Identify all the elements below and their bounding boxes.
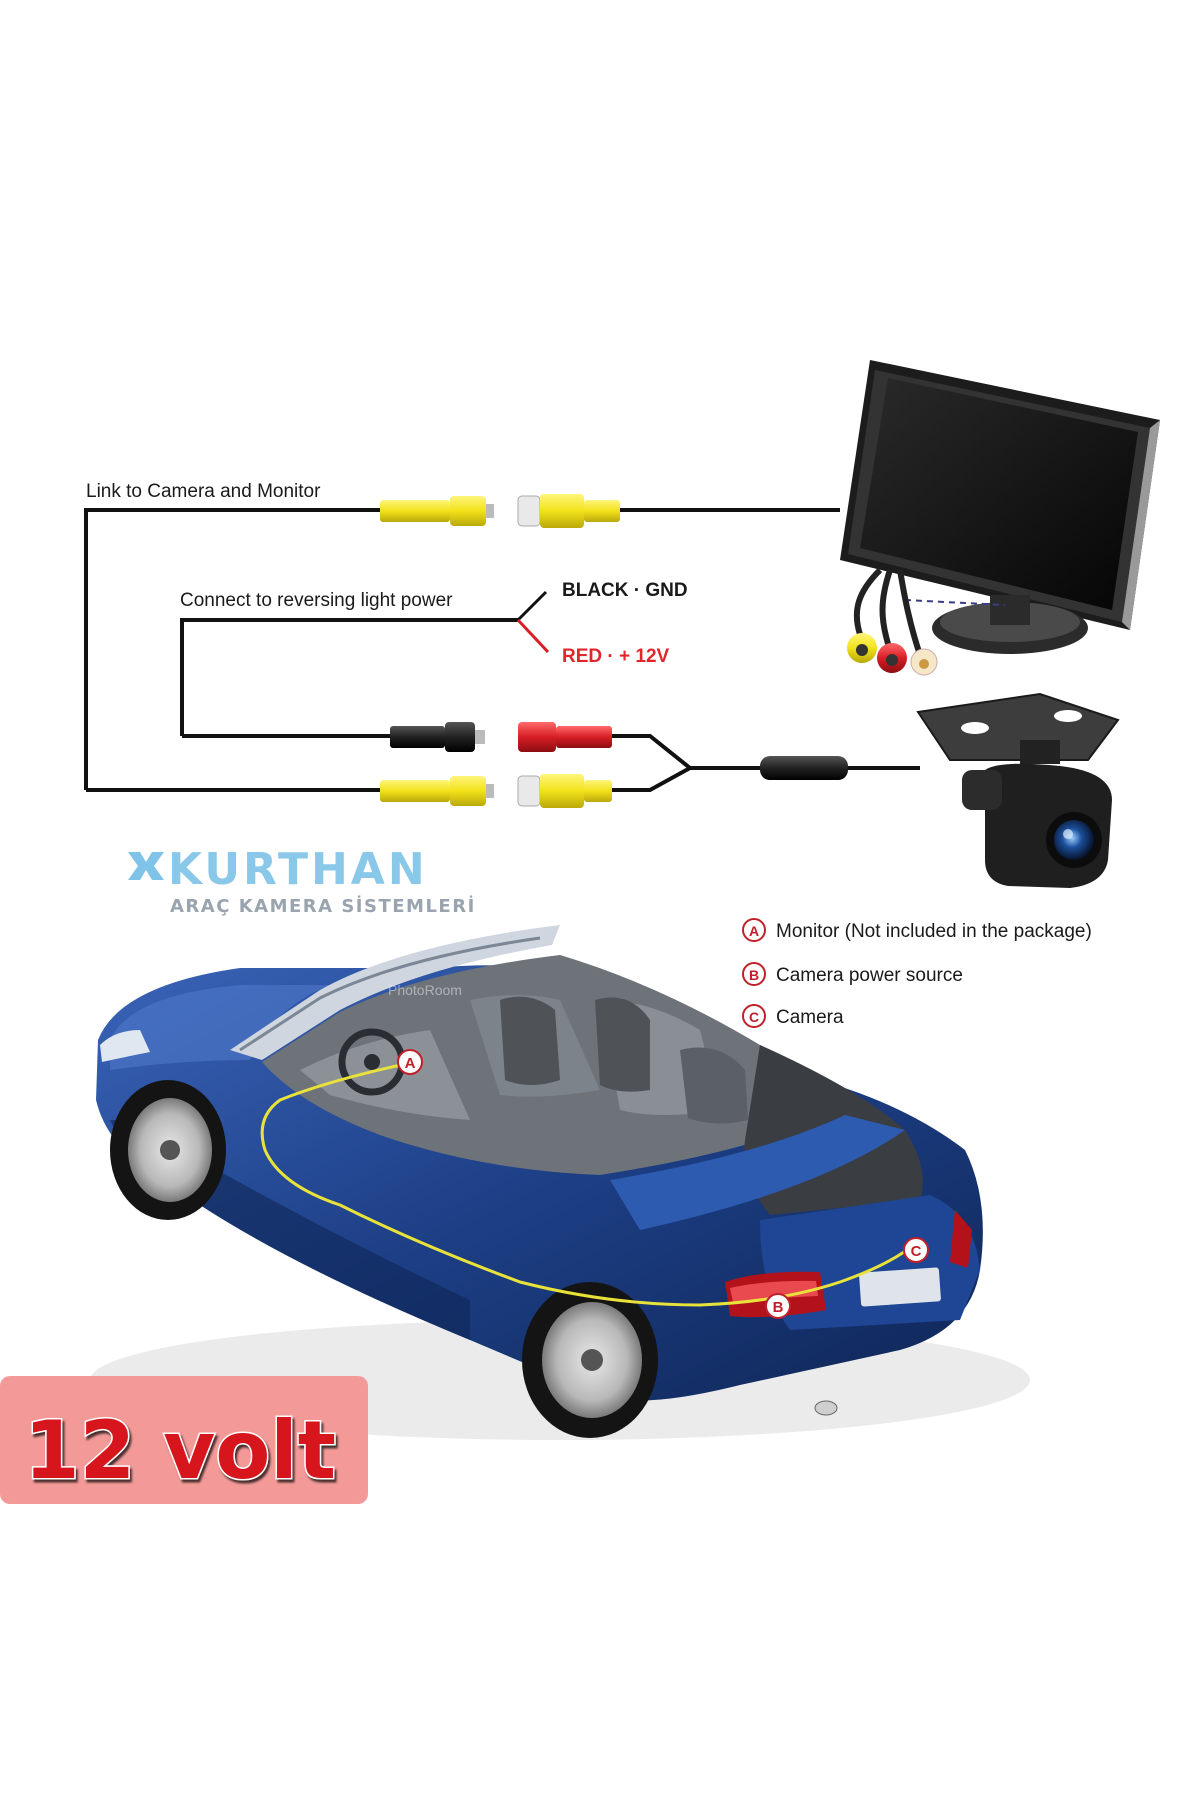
rca-male-black [390,722,485,752]
rca-female-yellow-top [517,494,620,528]
legend-letter: C [749,1009,759,1025]
monitor-image [840,360,1160,676]
camera-route-line [260,1061,905,1307]
legend-item-camera: C Camera [742,1004,844,1028]
link-label: Link to Camera and Monitor [86,481,321,502]
legend-letter: A [749,923,759,939]
power-label: RED · + 12V [562,646,670,667]
wire-lines [84,508,920,792]
rca-female-red [518,722,612,752]
legend-item-power: B Camera power source [742,962,963,986]
ground-wire [516,590,548,622]
car-marker-letter: C [911,1243,922,1260]
cable-sleeve [760,756,848,780]
reverse-power-label: Connect to reversing light power [180,590,453,611]
car-marker-c: C [903,1237,929,1263]
car-illustration: A B C PhotoRoom [90,925,1030,1440]
rca-female-yellow-bottom [517,774,612,808]
car-marker-letter: A [405,1055,416,1072]
legend: A Monitor (Not included in the package) … [742,918,1092,1028]
car-marker-a: A [397,1049,423,1075]
legend-item-monitor: A Monitor (Not included in the package) [742,918,1092,942]
rca-male-yellow-bottom [380,776,494,806]
camera-image [916,692,1120,888]
rca-male-yellow-top [380,496,494,526]
brand-name: KURTHAN [168,844,428,895]
brand-tagline: ARAÇ KAMERA SİSTEMLERİ [170,895,476,917]
legend-letter: B [749,967,759,983]
ground-label: BLACK · GND [562,580,688,601]
voltage-badge-text: 12 volt [24,1404,336,1497]
legend-text: Camera power source [776,965,963,986]
legend-text: Camera [776,1007,844,1028]
car-marker-b: B [765,1293,791,1319]
legend-text: Monitor (Not included in the package) [776,921,1092,942]
car-marker-letter: B [773,1299,784,1316]
watermark: PhotoRoom [388,982,462,998]
brand-icon [128,852,164,880]
brand-logo: KURTHAN ARAÇ KAMERA SİSTEMLERİ [128,844,476,917]
power-wire [516,618,550,654]
voltage-badge: 12 volt [0,1376,368,1504]
